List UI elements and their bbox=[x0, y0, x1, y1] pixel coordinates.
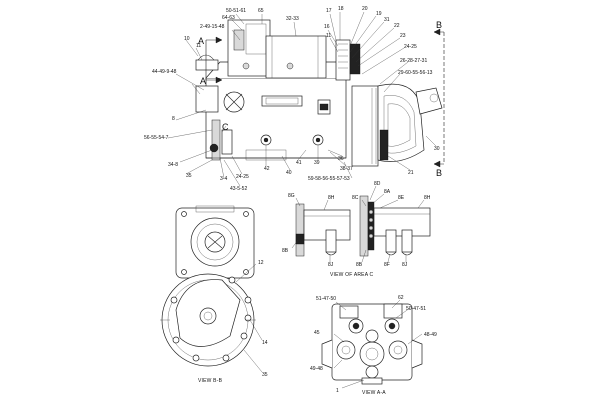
section-marker-b-bottom: B bbox=[436, 168, 442, 178]
callout-label: 45 bbox=[314, 330, 320, 336]
callout-label: 51-47-50 bbox=[316, 296, 336, 302]
callout-label: 38-37 bbox=[340, 166, 353, 172]
callout-label: 8A bbox=[384, 189, 391, 195]
view-area-c bbox=[291, 185, 431, 263]
callout-label: 42 bbox=[264, 166, 270, 172]
view-caption: VIEW OF AREA C bbox=[330, 272, 374, 278]
section-marker-a-top: A bbox=[198, 36, 204, 46]
callout-label: 22 bbox=[394, 23, 400, 29]
callout-label: 14 bbox=[262, 340, 268, 346]
callout-label: 8B bbox=[282, 248, 289, 254]
callout-label: 18 bbox=[338, 6, 344, 12]
callout-label: 26-28-27-31 bbox=[400, 58, 427, 64]
section-marker-a-bottom: A bbox=[200, 76, 206, 86]
callout-label: 20 bbox=[362, 6, 368, 12]
callout-label: 40 bbox=[286, 170, 292, 176]
main-callouts: 50-51-61 65 64-63 2-49-15-48 32-33 17 18… bbox=[144, 6, 440, 192]
view-caption: VIEW B-B bbox=[198, 378, 223, 384]
callout-label: 44-49-9-48 bbox=[152, 69, 177, 75]
view-aa bbox=[321, 299, 423, 389]
section-marker-c: C bbox=[222, 122, 229, 132]
callout-label: 10 bbox=[184, 36, 190, 42]
callout-label: 34-8 bbox=[168, 162, 178, 168]
callout-label: 12 bbox=[258, 260, 264, 266]
callout-label: 41 bbox=[296, 160, 302, 166]
callout-label: 39 bbox=[314, 160, 320, 166]
callout-label: 8J bbox=[402, 262, 408, 268]
view-aa-callouts: 51-47-50 62 50-47-51 45 48-49 49-48 1 VI… bbox=[310, 295, 437, 396]
callout-label: 65 bbox=[258, 8, 264, 14]
callout-label: 35 bbox=[262, 372, 268, 378]
callout-label: 64-63 bbox=[222, 15, 235, 21]
callout-label: 8B bbox=[356, 262, 363, 268]
callout-label: 24-25 bbox=[236, 174, 249, 180]
callout-label: 36 bbox=[338, 156, 344, 162]
callout-label: 43-5-52 bbox=[230, 186, 247, 192]
callout-label: 50-51-61 bbox=[226, 8, 246, 14]
main-assembly bbox=[195, 19, 445, 168]
callout-label: 8F bbox=[384, 262, 390, 268]
main-leaders bbox=[167, 11, 437, 187]
callout-label: 62 bbox=[398, 295, 404, 301]
callout-label: 3-4 bbox=[220, 176, 227, 182]
callout-label: 8 bbox=[172, 116, 175, 122]
callout-label: 8H bbox=[424, 195, 431, 201]
callout-label: 31 bbox=[384, 17, 390, 23]
callout-label: 11 bbox=[326, 33, 331, 39]
callout-label: 30 bbox=[434, 146, 440, 152]
callout-label: 8E bbox=[398, 195, 405, 201]
view-caption: VIEW A-A bbox=[362, 390, 386, 396]
callout-label: 24-25 bbox=[404, 44, 417, 50]
callout-label: 8D bbox=[374, 181, 381, 187]
callout-label: 35 bbox=[186, 173, 192, 179]
callout-label: 50-47-51 bbox=[406, 306, 426, 312]
callout-label: 8H bbox=[328, 195, 335, 201]
view-area-c-callouts: 8G 8H 8C 8D 8A 8E 8H 8B 8J 8B 8F 8J VIEW… bbox=[282, 181, 431, 278]
callout-label: 21 bbox=[408, 170, 414, 176]
callout-label: 48-49 bbox=[424, 332, 437, 338]
callout-label: 23 bbox=[400, 33, 406, 39]
callout-label: 16 bbox=[324, 24, 330, 30]
section-markers: A A B B C bbox=[198, 20, 442, 178]
callout-label: 19 bbox=[376, 11, 382, 17]
callout-label: 59-58-56-55-57-53 bbox=[308, 176, 350, 182]
callout-label: 49-48 bbox=[310, 366, 323, 372]
view-bb bbox=[160, 205, 263, 373]
callout-label: 17 bbox=[326, 8, 332, 14]
callout-label: 1 bbox=[336, 388, 339, 394]
section-marker-b-top: B bbox=[436, 20, 442, 30]
callout-label: 56-55-54-7 bbox=[144, 135, 169, 141]
callout-label: 32-33 bbox=[286, 16, 299, 22]
callout-label: 11 bbox=[196, 43, 201, 49]
callout-label: 8J bbox=[328, 262, 334, 268]
callout-label: 8C bbox=[352, 195, 359, 201]
view-bb-callouts: 12 14 35 VIEW B-B bbox=[198, 260, 268, 384]
callout-label: 29-60-55-56-13 bbox=[398, 70, 433, 76]
callout-label: 2-49-15-48 bbox=[200, 24, 225, 30]
callout-label: 8G bbox=[288, 193, 295, 199]
